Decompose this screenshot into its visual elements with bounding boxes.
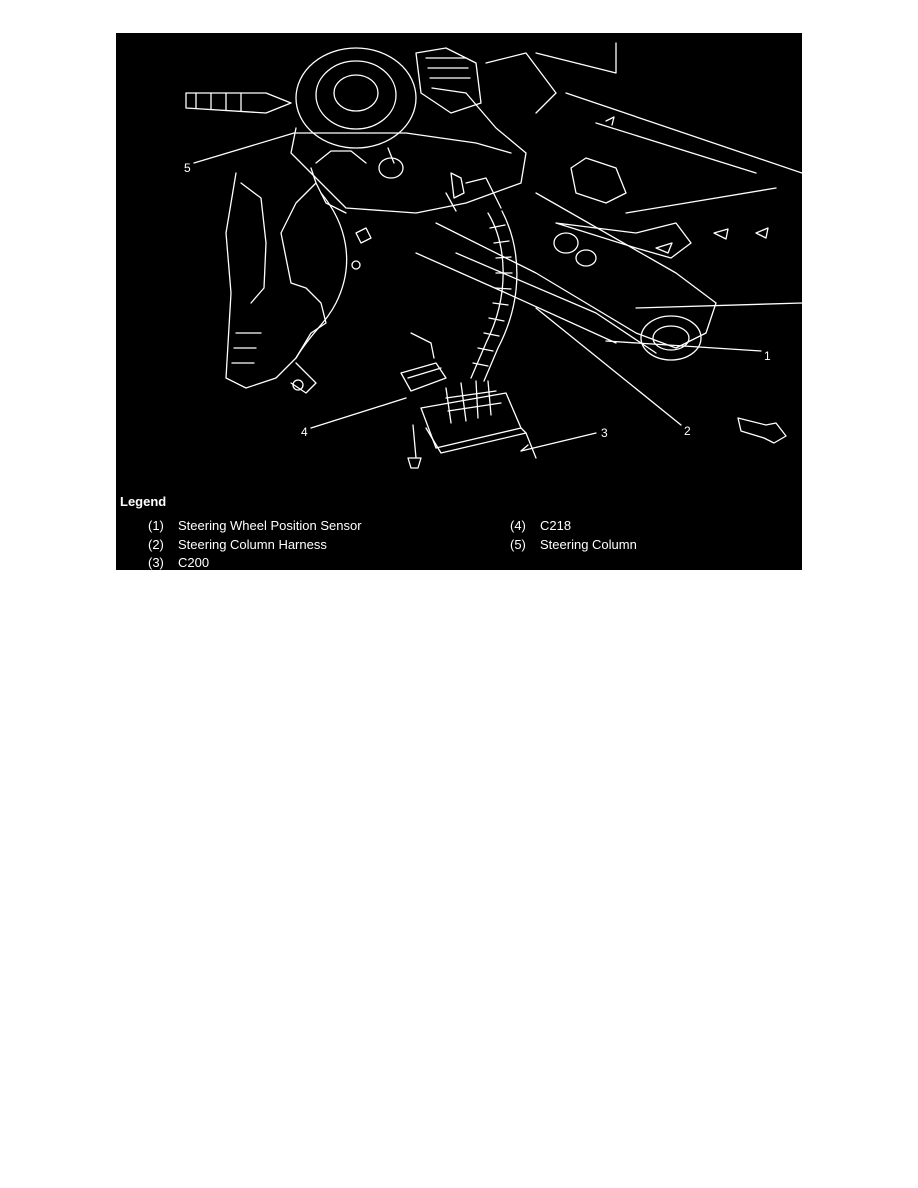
steering-column-harness	[445, 172, 518, 382]
legend-item-4: (4) C218	[510, 518, 571, 533]
legend-number: (4)	[510, 518, 526, 533]
legend-label: C200	[178, 555, 210, 570]
legend-number: (2)	[148, 537, 164, 552]
legend-item-1: (1) Steering Wheel Position Sensor	[148, 518, 362, 533]
legend-title: Legend	[120, 494, 167, 509]
legend-number: (5)	[510, 537, 526, 552]
steering-column-diagram: 1 2 3 4 5 Legend (1) Steering Wheel Posit…	[116, 33, 802, 570]
legend-item-3: (3) C200	[148, 555, 209, 570]
legend-item-2: (2) Steering Column Harness	[148, 537, 327, 552]
dash-panel	[535, 42, 802, 309]
knee-bolster-bracket	[225, 167, 372, 394]
legend-label: C218	[540, 518, 572, 533]
legend-label: Steering Column Harness	[178, 537, 327, 552]
line-drawing	[185, 42, 802, 469]
c218-connector	[400, 332, 447, 392]
leader-line-4	[310, 397, 407, 429]
callout-1: 1	[764, 349, 771, 363]
leader-line-5	[193, 132, 295, 164]
leader-line-2	[535, 307, 682, 426]
callout-3: 3	[601, 426, 608, 440]
leader-line-1	[605, 340, 762, 352]
forward-arrow-icon	[737, 417, 787, 444]
legend-label: Steering Wheel Position Sensor	[178, 518, 362, 533]
legend-label: Steering Column	[540, 537, 637, 552]
legend-number: (3)	[148, 555, 164, 570]
callout-4: 4	[301, 425, 308, 439]
callout-2: 2	[684, 424, 691, 438]
c200-connector	[407, 380, 537, 469]
legend-item-5: (5) Steering Column	[510, 537, 637, 552]
leader-line-3	[520, 432, 597, 452]
callout-5: 5	[184, 161, 191, 175]
legend-number: (1)	[148, 518, 164, 533]
steering-column	[185, 47, 717, 361]
